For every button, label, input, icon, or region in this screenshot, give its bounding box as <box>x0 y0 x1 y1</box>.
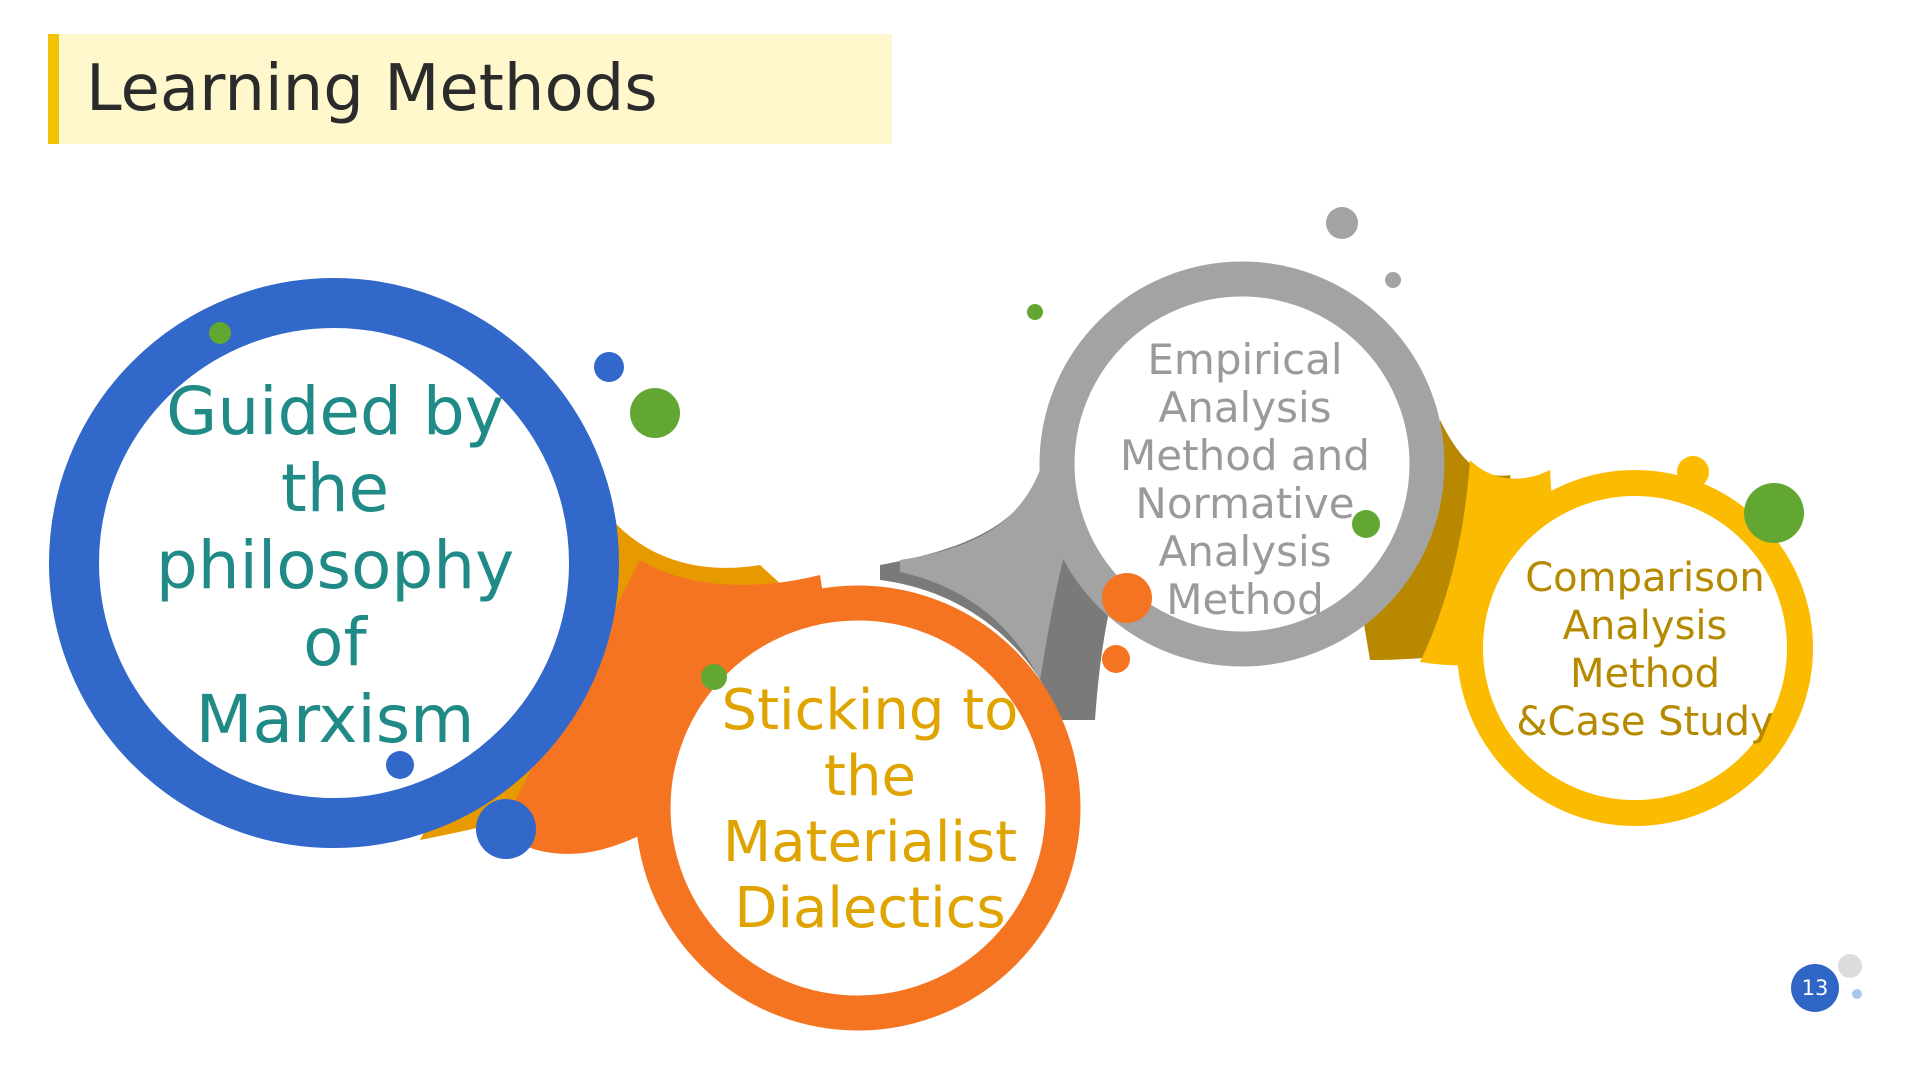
green-dot <box>209 322 231 344</box>
title-bar: Learning Methods <box>48 34 892 144</box>
method-label-empirical-normative: Empirical Analysis Method and Normative … <box>1120 335 1370 624</box>
green-dot <box>1352 510 1380 538</box>
ring-marxism <box>49 278 619 848</box>
blue-dot <box>476 799 536 859</box>
gray-dot <box>1326 207 1358 239</box>
orange-dot <box>1102 645 1130 673</box>
blue-dot <box>594 352 624 382</box>
green-dot <box>1027 304 1043 320</box>
method-label-comparison-case-study: Comparison Analysis Method &Case Study <box>1516 555 1774 745</box>
page-number-badge: 13 <box>1791 964 1839 1012</box>
green-dot <box>1744 483 1804 543</box>
orange-dot <box>1102 573 1152 623</box>
light-blue-dot <box>1852 989 1862 999</box>
method-label-materialist-dialectics: Sticking to the Materialist Dialectics <box>721 678 1019 941</box>
gray-dot <box>1385 272 1401 288</box>
method-label-marxism: Guided by the philosophy of Marxism <box>155 372 515 758</box>
green-dot <box>630 388 680 438</box>
ring-empirical-normative <box>1039 261 1445 667</box>
connector-orange-gray-front <box>900 470 1080 680</box>
title-accent-bar <box>48 34 59 144</box>
ring-materialist-dialectics <box>635 585 1081 1031</box>
green-dot <box>701 664 727 690</box>
blue-dot <box>386 751 414 779</box>
slide-title: Learning Methods <box>86 52 658 126</box>
yellow-dot <box>1677 456 1709 488</box>
ring-comparison-case-study <box>1457 470 1813 826</box>
gray-dot <box>1838 954 1862 978</box>
